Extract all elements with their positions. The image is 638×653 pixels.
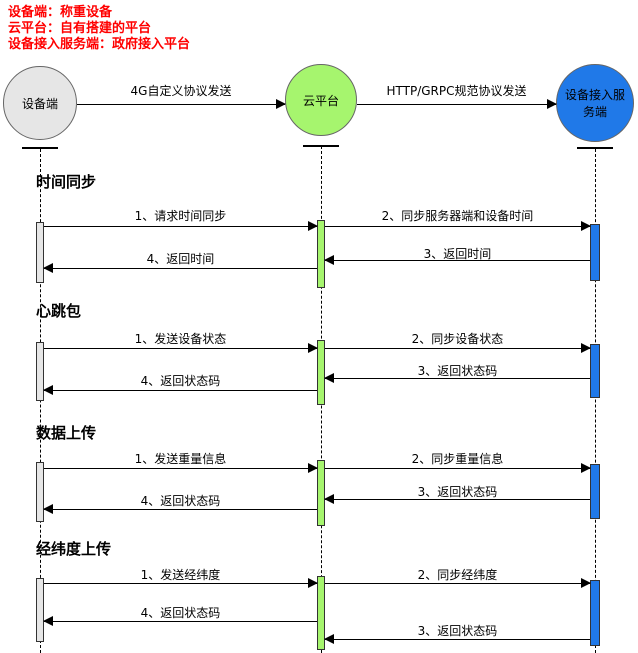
message-label: 2、同步设备状态 <box>411 332 504 346</box>
activation-service <box>590 224 600 281</box>
protocol-device-cloud-arrow <box>77 99 286 109</box>
section-title: 数据上传 <box>36 424 97 442</box>
message-arrow-cloud-to-service <box>325 343 591 353</box>
activation-service <box>590 344 600 398</box>
message-arrow-service-to-cloud <box>324 255 590 265</box>
message-arrow-service-to-cloud <box>324 634 590 644</box>
activation-service <box>590 580 600 646</box>
activation-cloud <box>317 220 325 288</box>
message-arrow-service-to-cloud <box>324 373 590 383</box>
message-label: 4、返回状态码 <box>140 374 221 388</box>
message-arrow-cloud-to-service <box>325 221 591 231</box>
message-arrow-cloud-to-device <box>43 504 317 514</box>
message-label: 4、返回时间 <box>146 252 215 266</box>
message-arrow-device-to-cloud <box>44 578 318 588</box>
message-label: 4、返回状态码 <box>140 606 221 620</box>
arrowhead-left-icon <box>324 373 334 383</box>
message-label: 3、返回状态码 <box>417 364 498 378</box>
message-label: 1、请求时间同步 <box>134 209 227 223</box>
message-arrow-cloud-to-device <box>43 385 317 395</box>
message-label: 3、返回状态码 <box>417 624 498 638</box>
message-label: 1、发送设备状态 <box>134 332 227 346</box>
message-arrow-cloud-to-device <box>43 616 317 626</box>
activation-device <box>36 462 44 522</box>
arrowhead-left-icon <box>324 255 334 265</box>
actor-service-label: 设备接入服务端 <box>564 88 625 119</box>
arrowhead-right-icon <box>581 578 591 588</box>
message-label: 4、返回状态码 <box>140 494 221 508</box>
lifeline-head-device <box>22 147 58 149</box>
activation-device <box>36 578 44 642</box>
arrowhead-right-icon <box>308 343 318 353</box>
arrowhead-left-icon <box>43 616 53 626</box>
arrowhead-right-icon <box>547 99 557 109</box>
arrowhead-right-icon <box>308 578 318 588</box>
message-label: 1、发送重量信息 <box>134 452 227 466</box>
section-title: 时间同步 <box>36 173 97 191</box>
section-title: 心跳包 <box>36 302 82 320</box>
arrowhead-left-icon <box>43 263 53 273</box>
legend: 设备端：称重设备 云平台：自有搭建的平台 设备接入服务端：政府接入平台 <box>8 5 190 53</box>
arrowhead-right-icon <box>581 221 591 231</box>
arrowhead-left-icon <box>324 494 334 504</box>
arrowhead-right-icon <box>581 343 591 353</box>
legend-line-device: 设备端：称重设备 <box>8 5 113 20</box>
activation-cloud <box>317 340 325 405</box>
actor-cloud-label: 云平台 <box>302 93 339 108</box>
message-label: 3、返回时间 <box>423 247 492 261</box>
message-arrow-cloud-to-service <box>325 463 591 473</box>
actor-cloud-circle: 云平台 <box>285 64 357 136</box>
message-label: 3、返回状态码 <box>417 485 498 499</box>
arrowhead-right-icon <box>308 463 318 473</box>
message-arrow-device-to-cloud <box>44 463 318 473</box>
lifeline-service <box>595 149 596 653</box>
arrowhead-right-icon <box>581 463 591 473</box>
arrowhead-right-icon <box>308 221 318 231</box>
lifeline-device <box>40 149 41 653</box>
arrowhead-right-icon <box>276 99 286 109</box>
message-arrow-device-to-cloud <box>44 343 318 353</box>
protocol-cloud-service-arrow <box>357 99 557 109</box>
protocol-cloud-service-label: HTTP/GRPC规范协议发送 <box>386 84 527 98</box>
activation-device <box>36 222 44 283</box>
message-label: 2、同步服务器端和设备时间 <box>381 209 534 223</box>
message-arrow-device-to-cloud <box>44 221 318 231</box>
lifeline-head-service <box>577 147 613 149</box>
actor-device-label: 设备端 <box>21 96 58 111</box>
message-label: 2、同步重量信息 <box>411 452 504 466</box>
message-label: 2、同步经纬度 <box>417 568 498 582</box>
protocol-device-cloud-label: 4G自定义协议发送 <box>130 84 232 98</box>
legend-line-service: 设备接入服务端：政府接入平台 <box>8 37 191 52</box>
message-label: 1、发送经纬度 <box>140 568 221 582</box>
activation-cloud <box>317 576 325 650</box>
arrowhead-left-icon <box>43 504 53 514</box>
message-arrow-service-to-cloud <box>324 494 590 504</box>
legend-line-cloud: 云平台：自有搭建的平台 <box>8 21 152 36</box>
message-arrow-cloud-to-device <box>43 263 317 273</box>
message-arrow-cloud-to-service <box>325 578 591 588</box>
activation-cloud <box>317 460 325 526</box>
arrowhead-left-icon <box>43 385 53 395</box>
actor-service-circle: 设备接入服务端 <box>556 64 634 142</box>
activation-device <box>36 342 44 401</box>
activation-service <box>590 464 600 519</box>
section-title: 经纬度上传 <box>36 540 112 558</box>
arrowhead-left-icon <box>324 634 334 644</box>
actor-device-circle: 设备端 <box>3 66 77 140</box>
